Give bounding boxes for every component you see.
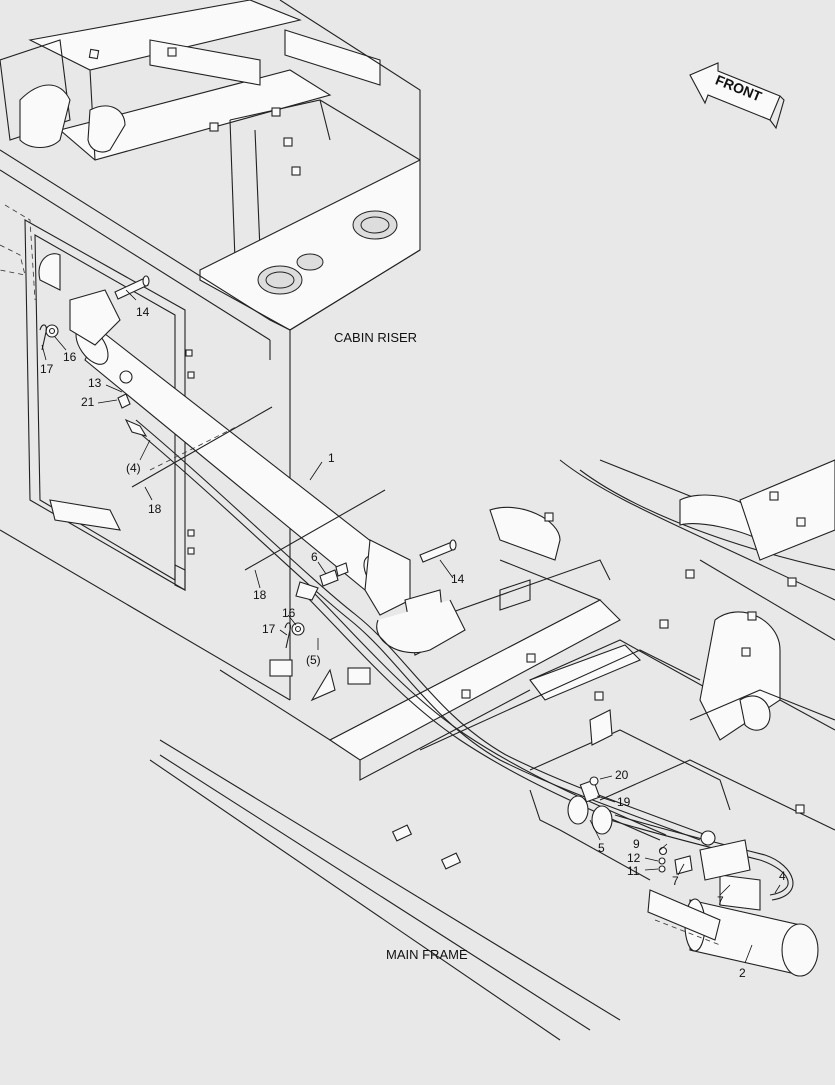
callout-20: 20	[615, 768, 629, 782]
hoses	[124, 406, 794, 901]
callout-11: 11	[627, 864, 640, 878]
front-arrow: FRONT	[689, 62, 785, 130]
callout-4: 4	[779, 869, 786, 883]
cabin-riser-structure	[0, 0, 421, 701]
callout-1: 1	[328, 451, 335, 465]
callout-18a: 18	[148, 502, 162, 516]
callout-9: 9	[633, 837, 640, 851]
callout-17a: 17	[40, 362, 54, 376]
pump-assembly	[567, 776, 819, 977]
cabin-riser-label: CABIN RISER	[334, 330, 417, 345]
area-labels: CABIN RISER MAIN FRAME	[334, 330, 468, 962]
callout-5: 5	[598, 841, 605, 855]
callout-14b: 14	[451, 572, 465, 586]
callout-7b: 7	[717, 894, 724, 908]
callout-14a: 14	[136, 305, 150, 319]
callout-16b: 16	[282, 606, 296, 620]
callout-16a: 16	[63, 350, 77, 364]
main-frame-label: MAIN FRAME	[386, 947, 468, 962]
callout-4-ref: (4)	[126, 461, 141, 475]
callout-17b: 17	[262, 622, 276, 636]
callout-12: 12	[627, 851, 641, 865]
callout-5-ref: (5)	[306, 653, 321, 667]
callout-7a: 7	[672, 874, 679, 888]
hydraulic-cylinder	[39, 275, 466, 656]
callout-6: 6	[311, 550, 318, 564]
callout-18b: 18	[253, 588, 267, 602]
main-frame-structure	[149, 459, 835, 1041]
leader-lines	[41, 289, 781, 964]
part-callouts: 1 2 4 (4) 5 (5) 6 7 7 9 11 12 13 14 14 1…	[40, 305, 786, 980]
callout-19: 19	[617, 795, 631, 809]
callout-13: 13	[88, 376, 102, 390]
callout-21: 21	[81, 395, 95, 409]
callout-2: 2	[739, 966, 746, 980]
